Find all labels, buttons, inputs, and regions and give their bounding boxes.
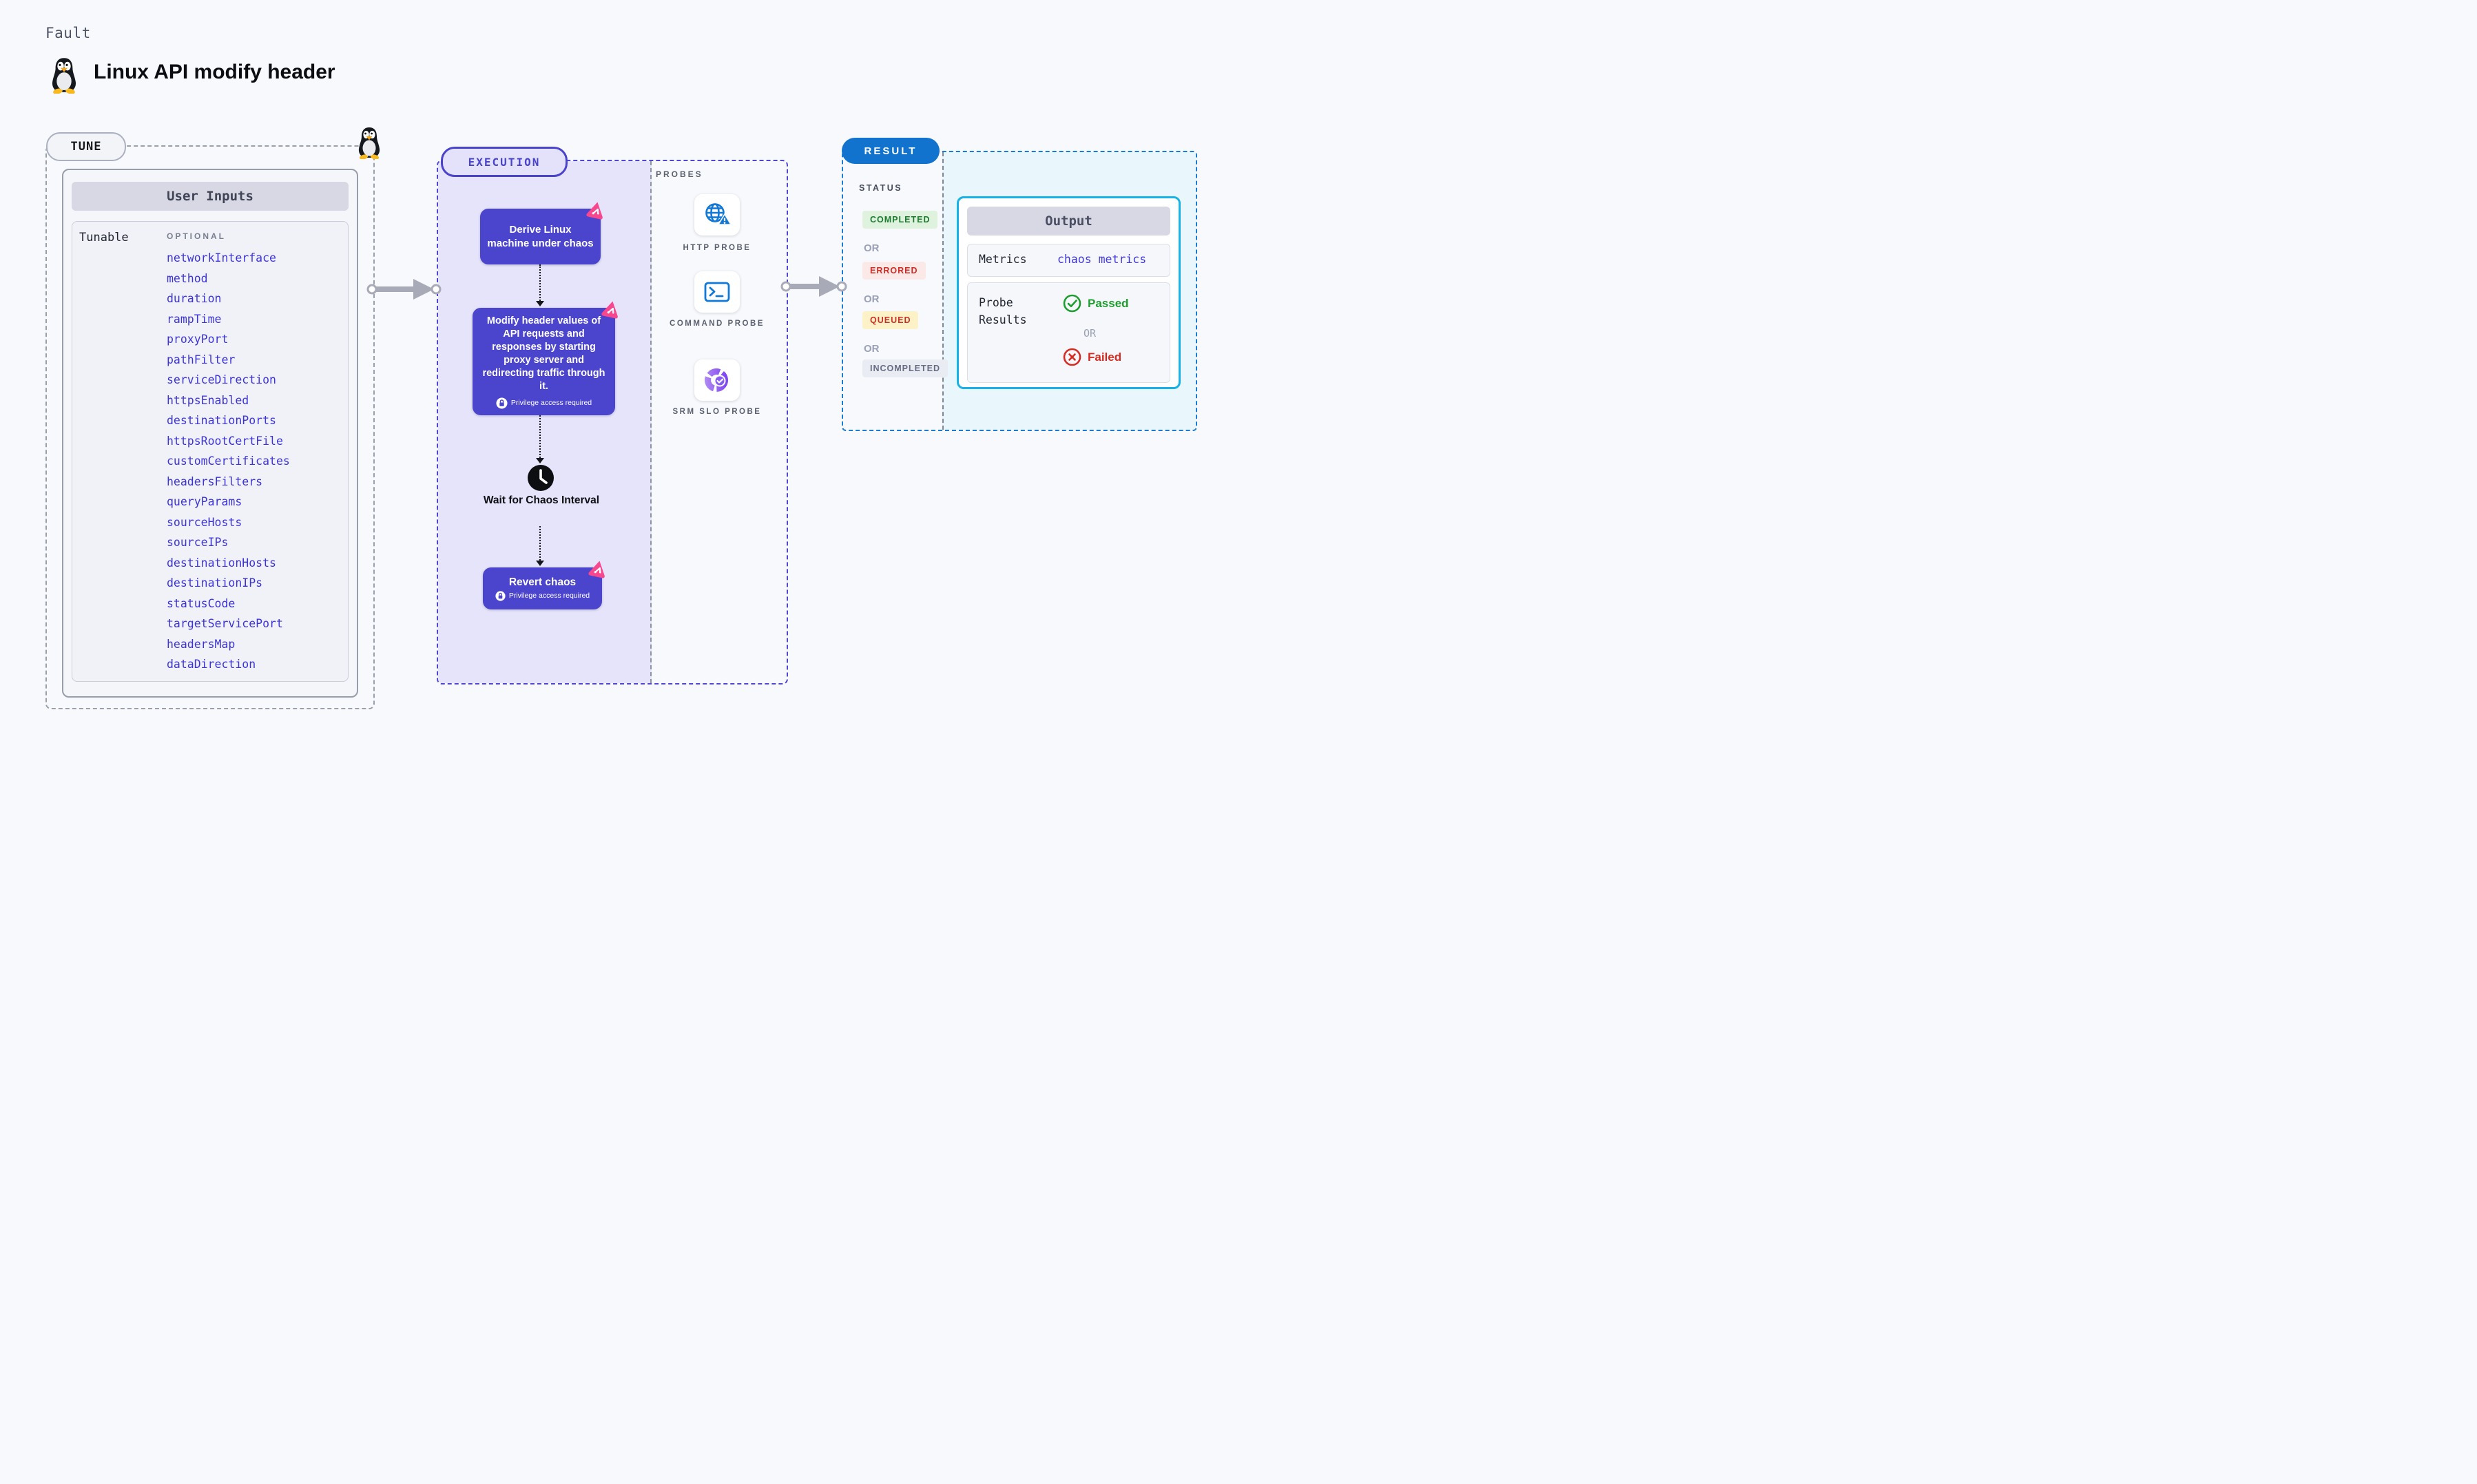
tunable-link[interactable]: serviceDirection [167, 373, 276, 387]
connector-line [539, 415, 541, 458]
tunable-link[interactable]: httpsEnabled [167, 393, 249, 407]
result-pill: RESULT [842, 138, 940, 164]
tune-pill: TUNE [46, 132, 126, 161]
tune-to-execution-arrow [366, 279, 442, 300]
status-badge-queued: QUEUED [862, 311, 919, 329]
modify-header-node: Modify header values of API requests and… [473, 308, 615, 415]
passed-status: Passed [1063, 294, 1129, 313]
output-header: Output [967, 207, 1170, 236]
connector-line [539, 264, 541, 301]
terminal-icon [704, 282, 730, 302]
passed-label: Passed [1088, 296, 1129, 310]
slo-donut-icon [705, 368, 728, 392]
tunable-link[interactable]: duration [167, 292, 222, 306]
command-probe-label: COMMAND PROBE [670, 320, 765, 328]
chaos-metrics-link[interactable]: chaos metrics [1057, 253, 1147, 266]
execution-pill: EXECUTION [441, 147, 568, 177]
probes-section-label: PROBES [656, 169, 703, 179]
tunable-link[interactable]: proxyPort [167, 333, 229, 346]
wait-interval-label: Wait for Chaos Interval [483, 494, 600, 506]
http-probe-label: HTTP PROBE [683, 244, 752, 252]
tunable-link[interactable]: headersFilters [167, 474, 263, 488]
tunable-link[interactable]: statusCode [167, 596, 236, 610]
user-inputs-card: User Inputs Tunable OPTIONAL networkInte… [62, 169, 358, 698]
modify-header-label: Modify header values of API requests and… [482, 315, 605, 392]
connector-arrowhead [536, 458, 544, 463]
output-panel: Output Metrics chaos metrics Probe Resul… [957, 196, 1181, 389]
status-column-label: STATUS [859, 183, 903, 193]
revert-chaos-node: Revert chaos Privilege access required [483, 567, 602, 609]
tunable-link[interactable]: customCertificates [167, 454, 290, 468]
or-separator: OR [864, 242, 880, 254]
execution-to-result-arrow [780, 276, 847, 297]
revert-chaos-label: Revert chaos [508, 576, 577, 588]
tunable-row-label: Tunable [79, 231, 129, 244]
metrics-row: Metrics chaos metrics [967, 244, 1170, 277]
tunable-link[interactable]: dataDirection [167, 658, 256, 671]
status-badge-errored: ERRORED [862, 262, 926, 280]
or-separator: OR [864, 343, 880, 355]
status-badge-completed: COMPLETED [862, 211, 938, 229]
tunable-link[interactable]: destinationPorts [167, 414, 276, 428]
user-inputs-header: User Inputs [72, 182, 349, 211]
tunables-list: networkInterface method duration rampTime pr… [167, 248, 290, 675]
tunable-link[interactable]: httpsRootCertFile [167, 434, 283, 448]
tunables-panel: Tunable OPTIONAL networkInterface method d… [72, 221, 349, 682]
check-circle-icon [1063, 294, 1081, 313]
lock-icon [495, 397, 508, 409]
command-probe-card [694, 271, 740, 313]
http-probe-card [694, 194, 740, 236]
linux-penguin-icon [358, 127, 380, 159]
tunable-link[interactable]: targetServicePort [167, 617, 283, 631]
derive-machine-node: Derive Linux machine under chaos [480, 209, 601, 264]
tunable-link[interactable]: rampTime [167, 312, 222, 326]
connector-line [539, 526, 541, 561]
tunable-link[interactable]: method [167, 271, 208, 285]
linux-penguin-icon [52, 58, 76, 94]
tunable-link[interactable]: headersMap [167, 637, 236, 651]
privilege-note: Privilege access required [508, 592, 590, 600]
failed-status: Failed [1063, 348, 1121, 366]
x-circle-icon [1063, 348, 1081, 366]
tunable-link[interactable]: networkInterface [167, 251, 276, 265]
failed-label: Failed [1088, 350, 1122, 364]
tunable-link[interactable]: destinationIPs [167, 576, 263, 590]
probe-results-row: Probe Results Passed OR Failed [967, 282, 1170, 383]
tunable-link[interactable]: queryParams [167, 495, 242, 509]
tunable-link[interactable]: sourceIPs [167, 536, 229, 550]
lock-icon [495, 590, 506, 601]
srm-slo-probe-label: SRM SLO PROBE [672, 408, 762, 416]
globe-alert-icon [705, 203, 732, 225]
connector-arrowhead [536, 301, 544, 306]
chaos-hammer-icon [601, 299, 621, 320]
srm-slo-probe-card [694, 359, 740, 401]
tunable-link[interactable]: destinationHosts [167, 556, 276, 569]
or-separator: OR [1084, 327, 1097, 339]
status-badge-incompleted: INCOMPLETED [862, 359, 948, 377]
chaos-hammer-icon [585, 200, 606, 220]
tunable-link[interactable]: sourceHosts [167, 515, 242, 529]
connector-arrowhead [536, 561, 544, 566]
derive-machine-label: Derive Linux machine under chaos [487, 223, 594, 249]
probe-results-label: Probe Results [979, 296, 1027, 326]
metrics-label: Metrics [979, 253, 1027, 266]
privilege-note: Privilege access required [510, 399, 592, 407]
tune-section-box [45, 145, 375, 709]
chaos-hammer-icon [588, 558, 608, 579]
or-separator: OR [864, 293, 880, 305]
optional-column-label: OPTIONAL [167, 231, 226, 241]
page-title: Linux API modify header [94, 61, 335, 83]
fault-eyebrow: Fault [45, 25, 91, 41]
tunable-link[interactable]: pathFilter [167, 353, 236, 366]
wait-clock-icon [528, 465, 554, 491]
